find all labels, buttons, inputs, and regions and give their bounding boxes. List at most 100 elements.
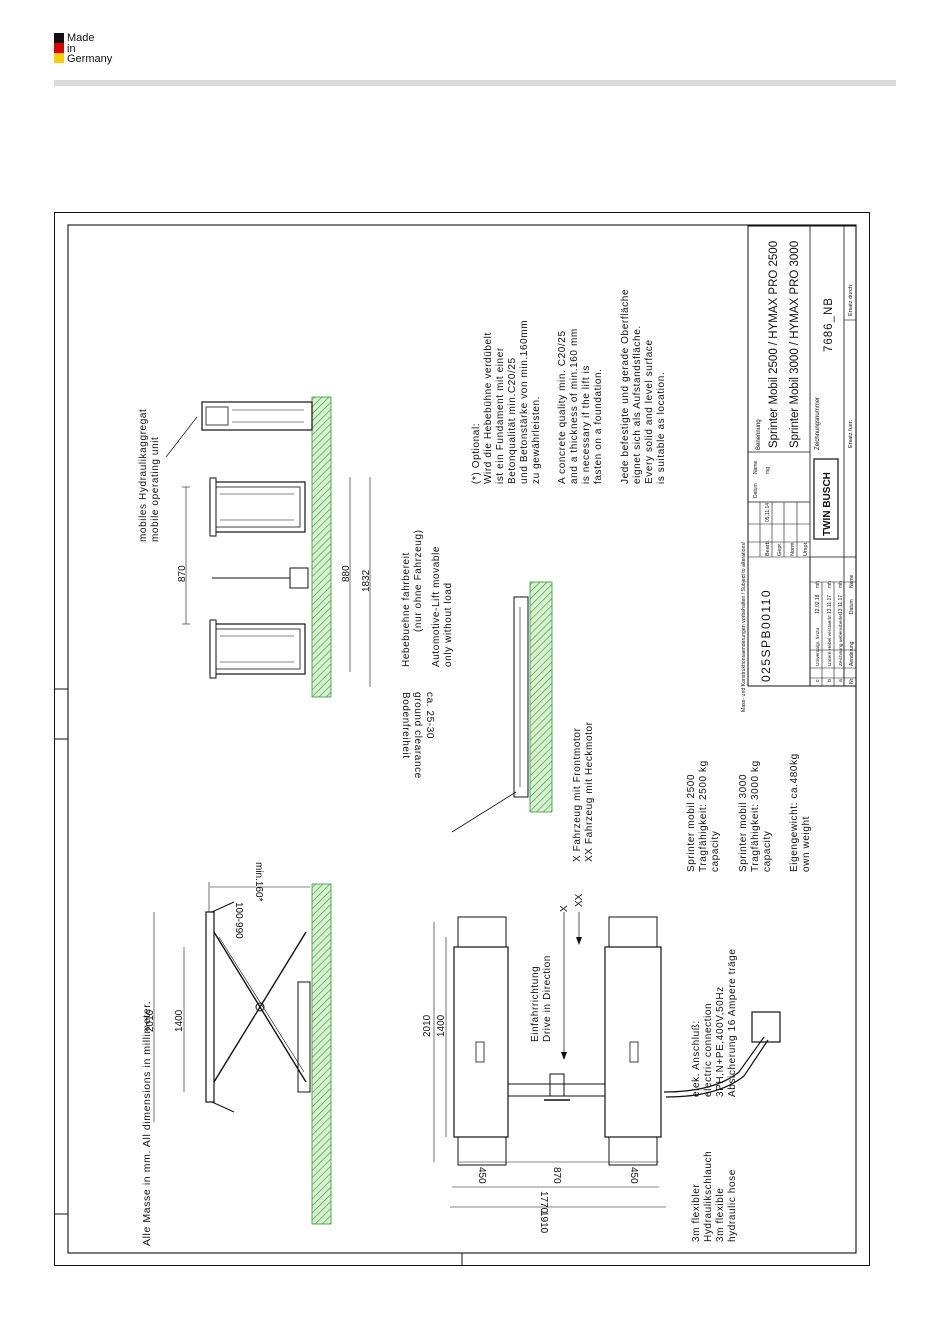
top-dim-1770: 1770 bbox=[538, 1191, 549, 1214]
bearb-date: 05.11.14 bbox=[765, 503, 771, 522]
electric-3: Absicherung 16 Ampere träge bbox=[727, 948, 738, 1097]
clearance-value: ca. 25-30 bbox=[424, 692, 435, 739]
product-line-1: Sprinter Mobil 2500 / HYMAX PRO 2500 bbox=[768, 241, 780, 448]
note-optional-de-2: ist ein Fundament mit einer bbox=[495, 347, 506, 484]
note-optional-de-1: Wird die Hebebühne verdübelt bbox=[483, 332, 494, 484]
flag-stripe-black bbox=[54, 33, 64, 43]
dim-gap-870: 870 bbox=[177, 565, 188, 582]
rev-header-nr: Nr. bbox=[849, 678, 855, 684]
hose-3: hydraulic hose bbox=[727, 1169, 738, 1242]
top-dim-1400: 1400 bbox=[436, 1014, 447, 1037]
top-dim-450-b: 450 bbox=[628, 1167, 639, 1184]
rev-c-change: Universalgr. hinzu bbox=[815, 628, 821, 666]
side-dim-2010: 2010 bbox=[145, 1009, 156, 1032]
notes: (*) Optional: Wird die Hebebühne verdübe… bbox=[471, 289, 667, 484]
subject-to-change: Mass- und Konstruktionsaenderungen vorbe… bbox=[741, 542, 747, 712]
ersatz-durch: Ersatz durch: bbox=[848, 283, 854, 316]
top-dim-2010: 2010 bbox=[422, 1014, 433, 1037]
title-block: Benennung Sprinter Mobil 2500 / HYMAX PR… bbox=[741, 225, 857, 712]
all-dimensions-note: Alle Masse in mm. All dimensions in mill… bbox=[141, 1001, 153, 1246]
drive-en: Drive in Direction bbox=[542, 955, 553, 1042]
x-mark: X bbox=[559, 905, 570, 912]
bearb-label: Bearb. bbox=[765, 539, 771, 556]
side-view: 2010 1400 100-990 min.160* bbox=[145, 862, 332, 1225]
electric-0: elek. Anschluß: bbox=[691, 1020, 702, 1097]
rev-c-name: mh bbox=[815, 581, 821, 588]
vehicle-front: X Fahrzeug mit Frontmotor bbox=[572, 727, 583, 862]
brand-logo-box bbox=[813, 458, 839, 540]
norm-label: Norm bbox=[790, 542, 796, 556]
header-band bbox=[54, 80, 896, 86]
own-weight-1: own weight bbox=[801, 816, 812, 872]
inner-frame bbox=[67, 224, 857, 1254]
technical-drawing-sheet: Benennung Sprinter Mobil 2500 / HYMAX PR… bbox=[54, 212, 870, 1266]
hose-2: 3m flexible bbox=[715, 1188, 726, 1242]
note-optional-en-1: and a thickness of min.160 mm bbox=[569, 328, 580, 484]
mobile-unit-en: mobile operating unit bbox=[150, 437, 161, 542]
dim-outer-1832: 1832 bbox=[361, 569, 372, 592]
dim-inner-880: 880 bbox=[341, 565, 352, 582]
note-surface-3: is suitable as location. bbox=[656, 372, 667, 484]
gepr-label: Gepr. bbox=[777, 542, 783, 556]
logo-line-germany: Germany bbox=[67, 53, 113, 65]
vehicle-rear: XX Fahrzeug mit Heckmotor bbox=[584, 721, 595, 862]
clearance-en: ground clearance bbox=[412, 692, 423, 779]
front-view: 870 880 1832 mobiles Hydraulikaggregat m… bbox=[138, 396, 372, 698]
flag-stripe-gold bbox=[54, 53, 64, 63]
ready-de-0: Hebebuehne fahrbereit bbox=[401, 552, 412, 667]
product-line-2: Sprinter Mobil 3000 / HYMAX PRO 3000 bbox=[789, 241, 801, 448]
urspr-label: Urspr. bbox=[803, 541, 809, 556]
note-optional-de-0: (*) Optional: bbox=[471, 423, 482, 484]
own-weight-0: Eigengewicht: ca.480kg bbox=[789, 753, 800, 872]
cap-2500-1: Tragfähigkeit: 2500 kg bbox=[698, 760, 709, 872]
flag-stripe-red bbox=[54, 43, 64, 53]
note-surface-2: Every solid and level surface bbox=[644, 339, 655, 484]
note-surface-0: Jede befestigte und gerade Oberfläche bbox=[620, 289, 631, 484]
rev-header-date: Datum bbox=[849, 599, 855, 614]
mobile-unit-de: mobiles Hydraulikaggregat bbox=[138, 409, 149, 542]
rev-header-change: Aenderung bbox=[849, 641, 855, 666]
zeichnungsnummer-label: Zeichnungsnummer bbox=[815, 397, 821, 450]
drawing-number: 7686_NB bbox=[823, 297, 835, 352]
rev-a-date: 13.11.17 bbox=[838, 595, 844, 614]
note-optional-de-3: Betonqualität min.C20/25 bbox=[507, 357, 518, 484]
drawing-svg: Benennung Sprinter Mobil 2500 / HYMAX PR… bbox=[54, 212, 870, 1266]
logo-line-in: in bbox=[67, 42, 76, 55]
german-flag-icon bbox=[54, 33, 64, 63]
cap-2500-0: Sprinter mobil 2500 bbox=[686, 774, 697, 872]
clearance-de: Bodenfreiheit bbox=[400, 692, 411, 759]
rev-a-nr: a bbox=[838, 679, 844, 682]
rev-a-name: mh bbox=[838, 581, 844, 588]
brand-logo-text: TWIN BUSCH bbox=[822, 472, 833, 536]
rev-c-nr: c bbox=[815, 679, 821, 682]
note-optional-de-5: zu gewährleisten. bbox=[531, 396, 542, 484]
xx-mark: XX bbox=[574, 893, 585, 907]
side-dim-height: 100-990 bbox=[233, 902, 244, 939]
benennung-label: Benennung bbox=[756, 419, 762, 450]
note-surface-1: eignet sich als Aufstandsfläche. bbox=[632, 325, 643, 484]
drawing-ref: 025SPB00110 bbox=[759, 589, 773, 682]
note-optional-en-3: fasten on a foundation. bbox=[593, 368, 604, 484]
rev-b-change: Untere Hebel verstaerkt bbox=[827, 615, 833, 666]
rev-header-name: Name bbox=[849, 574, 855, 588]
note-optional-de-4: und Betonstärke von min.160mm bbox=[519, 320, 530, 484]
note-optional-en-2: is necessary if the lift is bbox=[581, 365, 592, 484]
side-dim-1400: 1400 bbox=[174, 1009, 185, 1032]
header-name: Name bbox=[753, 460, 759, 474]
ground-clearance-view: Bodenfreiheit ground clearance ca. 25-30 bbox=[400, 581, 553, 833]
ersatz-fuer: Ersatz fuer: bbox=[848, 419, 854, 448]
drive-de: Einfahrrichtung bbox=[530, 966, 541, 1042]
bearb-name: mg bbox=[765, 467, 771, 474]
cap-3000-0: Sprinter mobil 3000 bbox=[738, 774, 749, 872]
side-dim-min: min.160* bbox=[253, 862, 264, 902]
rev-b-date: 13.11.17 bbox=[827, 595, 833, 614]
header-datum: Datum bbox=[753, 483, 759, 498]
rev-b-nr: b bbox=[827, 679, 833, 682]
rev-c-date: 12.02.18 bbox=[815, 594, 821, 614]
logo-line-made: Made bbox=[67, 32, 95, 44]
outer-frame bbox=[54, 212, 870, 1266]
logo-text: Made in Germany bbox=[67, 33, 112, 65]
electric-2: 3PH,N+PE,400V,50Hz bbox=[715, 986, 726, 1097]
top-dim-1910: 1910 bbox=[538, 1211, 549, 1234]
rev-b-name: mh bbox=[827, 581, 833, 588]
